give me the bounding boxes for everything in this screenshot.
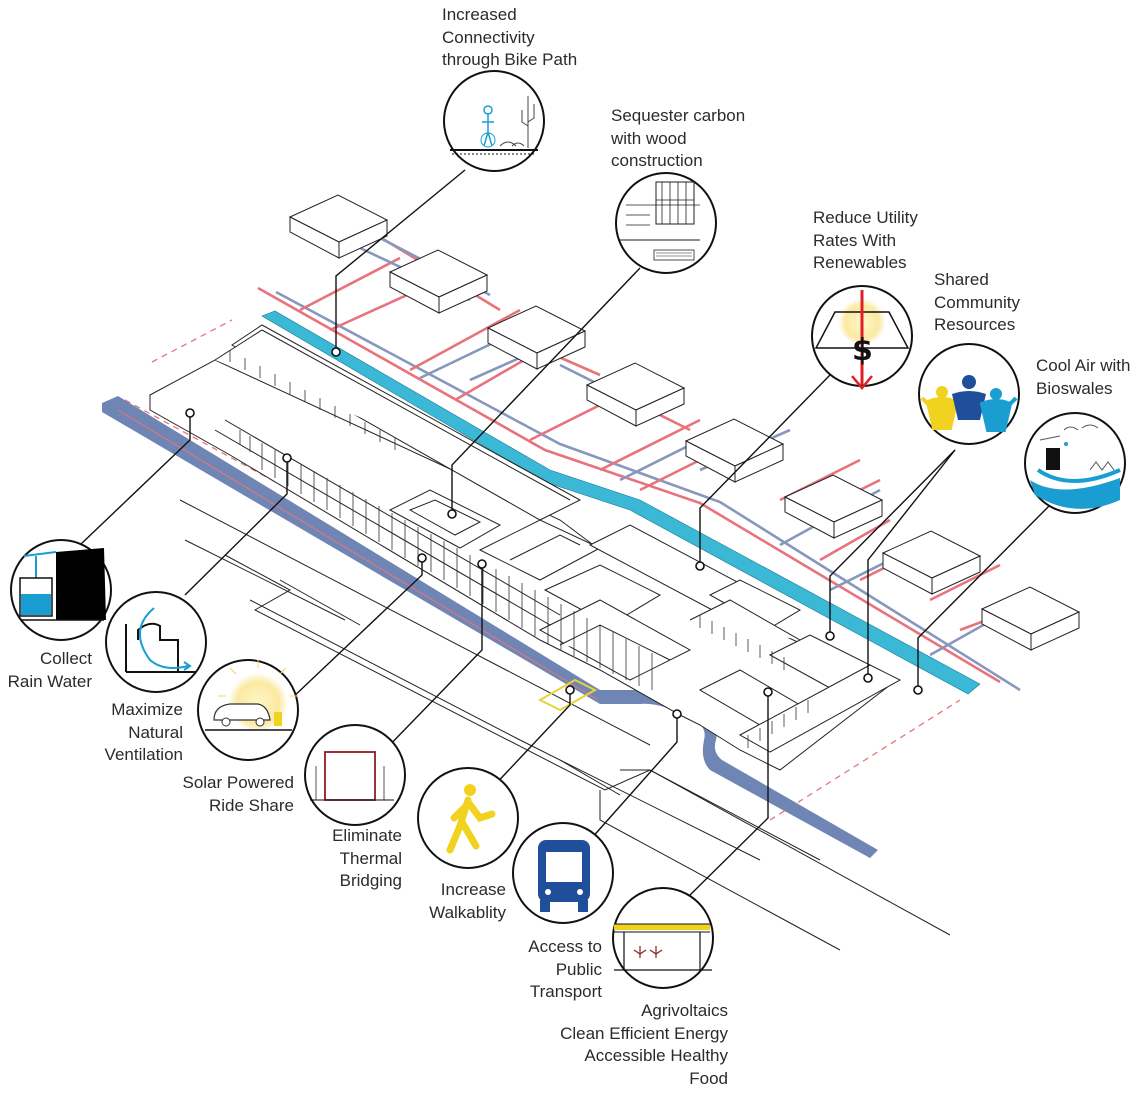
agrivoltaic-greenhouse-icon: [612, 887, 714, 989]
label-transport: Access to Public Transport: [528, 937, 602, 1001]
bus-icon: [512, 822, 614, 924]
leader-dots: [185, 347, 923, 719]
road-edge-line: [117, 409, 599, 701]
svg-text:$: $: [852, 333, 873, 368]
label-bike-path: Increased Connectivity through Bike Path: [442, 5, 578, 69]
main-road: [102, 396, 878, 858]
airflow-icon: [105, 591, 207, 693]
facade-fins: [229, 350, 809, 748]
label-utility: Reduce Utility Rates With Renewables: [813, 208, 918, 272]
label-thermal: Eliminate Thermal Bridging: [332, 826, 402, 890]
solar-car-icon: [197, 659, 299, 761]
label-bioswales: Cool Air with Bioswales: [1036, 356, 1131, 398]
label-rain: Collect Rain Water: [7, 649, 92, 691]
wood-frame-icon: [615, 172, 717, 274]
label-agri: Agrivoltaics Clean Efficient Energy Acce…: [560, 1001, 728, 1088]
community-people-icon: [918, 343, 1020, 445]
solar-dollar-icon: $: [811, 285, 913, 390]
thermal-wall-icon: [304, 724, 406, 826]
bioswale-icon: [1024, 412, 1126, 514]
rain-tank-icon: [10, 539, 112, 641]
cyclist-icon: [443, 70, 545, 172]
crosswalk: [537, 678, 598, 712]
label-solar-ride: Solar Powered Ride Share: [182, 773, 294, 815]
label-walk: Increase Walkablity: [429, 880, 506, 922]
label-community: Shared Community Resources: [934, 270, 1020, 334]
bike-path: [261, 310, 981, 695]
main-building-complex: [149, 324, 902, 771]
label-ventilation: Maximize Natural Ventilation: [104, 700, 183, 764]
leader-lines: [79, 169, 1051, 896]
pedestrian-icon: [417, 767, 519, 869]
label-wood: Sequester carbon with wood construction: [611, 106, 746, 170]
